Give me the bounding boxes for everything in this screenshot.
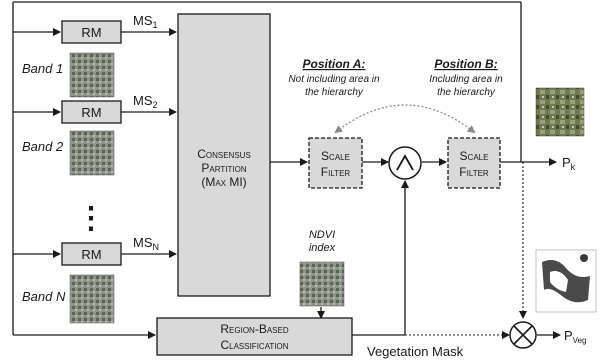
consensus-line-2: PARTITION	[201, 161, 246, 175]
scale-filter-b-line-2: FILTER	[459, 165, 489, 179]
scale-filter-b: SCALE FILTER	[447, 137, 501, 189]
position-b-desc-2: the hierarchy	[437, 87, 496, 98]
rm-block-2: RM	[61, 100, 122, 124]
ndvi-index: NDVI index	[299, 229, 345, 307]
and-gate-icon	[388, 146, 422, 180]
consensus-partition-block: CONSENSUS PARTITION (MAX MI)	[177, 13, 271, 297]
position-a-desc-1: Not including area in	[288, 74, 380, 85]
band-1-image	[69, 52, 115, 98]
scale-filter-b-line-1: SCALE	[460, 149, 489, 163]
rm-block-1: RM	[61, 20, 122, 44]
position-b-desc-1: Including area in	[429, 74, 503, 85]
band-2-image	[69, 130, 115, 176]
region-line-1: REGION-BASED	[220, 322, 288, 336]
ms-label-2: MS2	[133, 93, 158, 110]
consensus-line-1: CONSENSUS	[197, 147, 251, 161]
ndvi-line-2: index	[309, 242, 336, 254]
position-b-title: Position B:	[434, 57, 497, 71]
ellipsis: ⋮	[76, 202, 106, 235]
vegetation-mask-path	[405, 162, 527, 339]
scale-filter-a: SCALE FILTER	[308, 137, 363, 189]
ms-label-n: MSN	[133, 235, 159, 252]
position-a-desc-2: the hierarchy	[305, 87, 364, 98]
connection-lines	[12, 1, 561, 339]
consensus-line-3: (MAX MI)	[201, 175, 246, 189]
multiply-icon	[509, 321, 537, 349]
ms-label-1: MS1	[133, 13, 158, 30]
position-a-note: Position A: Not including area in the hi…	[288, 57, 380, 98]
position-b-note: Position B: Including area in the hierar…	[429, 57, 503, 98]
rm-label: RM	[81, 105, 101, 120]
vegetation-mask-image	[535, 249, 597, 313]
band-label-1: Band 1	[22, 61, 63, 76]
region-based-classification-block: REGION-BASED CLASSIFICATION	[156, 317, 353, 356]
pk-aerial-image	[535, 87, 585, 137]
ndvi-image	[299, 261, 345, 307]
region-line-2: CLASSIFICATION	[220, 338, 288, 352]
position-a-title: Position A:	[303, 57, 366, 71]
rm-label: RM	[81, 247, 101, 262]
scale-filter-a-line-2: FILTER	[321, 165, 351, 179]
vegetation-mask-label: Vegetation Mask	[367, 344, 464, 359]
pveg-label: PVeg	[564, 328, 586, 345]
rm-label: RM	[81, 25, 101, 40]
band-label-2: Band 2	[22, 139, 64, 154]
band-n-image	[69, 274, 115, 324]
ndvi-line-1: NDVI	[309, 229, 335, 241]
scale-filter-a-line-1: SCALE	[321, 149, 350, 163]
pk-label: Pk	[562, 155, 576, 172]
position-swap-arc	[334, 104, 476, 134]
band-label-n: Band N	[22, 289, 66, 304]
rm-block-n: RM	[61, 242, 122, 266]
